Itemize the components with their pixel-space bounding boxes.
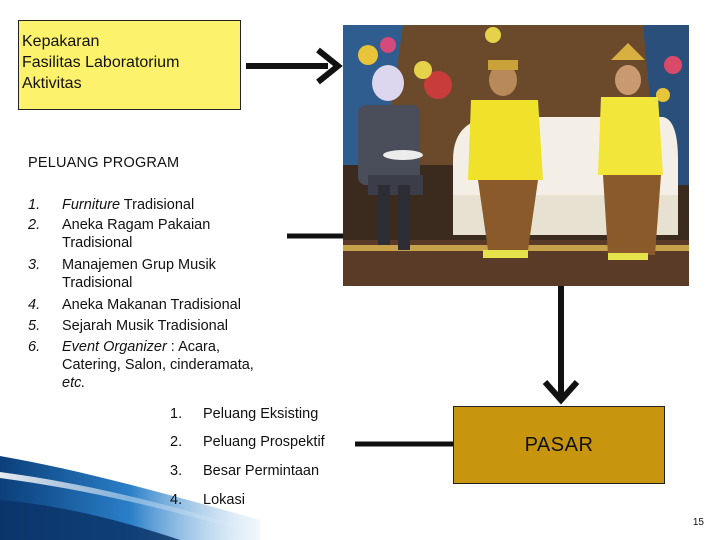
program-item-text-part: etc. <box>62 375 86 391</box>
program-item-text: Sejarah Musik Tradisional <box>62 317 277 335</box>
program-item-text-part: : Acara, Catering, Salon, cinderamata, <box>62 339 254 373</box>
expertise-line: Fasilitas Laboratorium <box>22 54 180 71</box>
program-item-text: Aneka Ragam Pakaian Tradisional <box>62 216 277 252</box>
program-item-text-part: Aneka Makanan Tradisional <box>62 297 241 313</box>
program-item-text-part: Event Organizer <box>62 339 167 355</box>
expertise-line: Kepakaran <box>22 33 100 50</box>
arrow-right-icon <box>246 47 343 85</box>
market-item-number: 2. <box>170 434 183 450</box>
expertise-line: Aktivitas <box>22 75 82 92</box>
wedding-photo <box>343 25 689 286</box>
program-item-text-part: Manajemen Grup Musik Tradisional <box>62 257 216 291</box>
program-item-number: 4. <box>28 297 41 313</box>
expertise-box: Kepakaran Fasilitas Laboratorium Aktivit… <box>18 20 241 110</box>
program-item-number: 5. <box>28 318 41 334</box>
program-item-text: Manajemen Grup Musik Tradisional <box>62 256 277 292</box>
program-item-text-part: Aneka Ragam Pakaian Tradisional <box>62 217 211 251</box>
program-item-number: 1. <box>28 197 41 213</box>
blue-swoosh-decoration <box>0 456 260 540</box>
program-item-text: Furniture Tradisional <box>62 196 277 214</box>
program-item-number: 6. <box>28 339 41 355</box>
pasar-label: PASAR <box>524 433 594 456</box>
program-item-text: Aneka Makanan Tradisional <box>62 296 277 314</box>
page-number: 15 <box>692 517 704 528</box>
market-item-number: 1. <box>170 406 183 422</box>
market-item-label: Lokasi <box>203 492 245 508</box>
pasar-box: PASAR <box>453 406 665 484</box>
market-item-label: Peluang Prospektif <box>203 434 325 450</box>
program-item-text-part: Sejarah Musik Tradisional <box>62 318 229 334</box>
market-item-label: Besar Permintaan <box>203 463 320 479</box>
arrow-down-icon <box>542 286 580 405</box>
market-item-label: Peluang Eksisting <box>203 406 319 422</box>
program-item-number: 2. <box>28 217 41 233</box>
market-item-number: 4. <box>170 492 183 508</box>
program-item-text: Event Organizer : Acara, Catering, Salon… <box>62 338 277 392</box>
market-item-number: 3. <box>170 463 183 479</box>
program-item-text-part: Tradisional <box>120 197 195 213</box>
program-item-text-part: Furniture <box>62 197 121 213</box>
program-item-number: 3. <box>28 257 41 273</box>
program-heading: PELUANG PROGRAM <box>28 155 180 171</box>
